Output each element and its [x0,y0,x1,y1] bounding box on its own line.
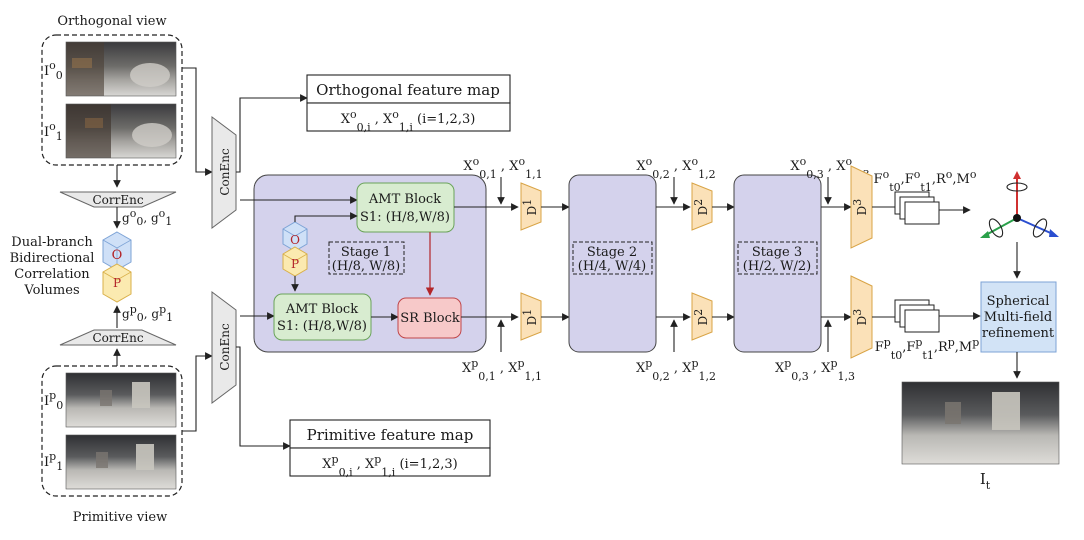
orthogonal-frame-0-label: Io0 [44,59,63,82]
conEnc-bottom-label: ConEnc [218,323,232,371]
skip-label-p1: Xp0,1 , Xp1,1 [462,357,542,383]
decoder-d1-top [520,182,542,231]
stage3-label-line2: (H/2, W/2) [743,259,811,274]
stage1-cube-p-letter: P [291,257,299,271]
primitive-frame-0-label: Ip0 [44,389,63,412]
conEnc-bottom [211,291,237,404]
stage3-box [733,174,822,353]
skip-label-o1: Xo0,1 , Xo1,1 [463,155,542,181]
stage2-box [568,174,657,353]
decoder-d1-bottom-label: D1 [521,309,539,326]
decoder-d3-bottom-label: D3 [851,309,869,326]
corrEnc-top-label: CorrEnc [92,193,143,207]
primitive-feature-map-formula: Xp0,i , Xp1,i (i=1,2,3) [322,453,457,479]
corrEnc-top-outputs: go0, go1 [122,207,172,228]
orthogonal-view-title: Orthogonal view [57,14,166,29]
stage1-label-line1: Stage 1 [341,245,391,260]
conEnc-top [211,116,237,229]
volumes-caption-1: Bidirectional [10,251,95,266]
primitive-feature-map-title: Primitive feature map [307,426,474,444]
corrEnc-bottom-label: CorrEnc [92,331,143,345]
cube-p-letter: P [113,276,121,290]
output-label: It [980,470,991,492]
output-panorama [901,381,1060,465]
decoder-d2-bottom-label: D2 [692,309,710,326]
primitive-frame-0 [65,372,177,428]
orthogonal-feature-map-title: Orthogonal feature map [316,81,500,99]
decoder-d3-bottom [850,275,873,359]
amt-top-line2: S1: (H/8,W/8) [360,210,450,225]
primitive-frame-1-label: Ip1 [44,450,63,473]
decoder-d3-top [850,165,873,249]
stage3-label-line1: Stage 3 [752,245,802,260]
conEnc-top-label: ConEnc [218,148,232,196]
orthogonal-frame-0 [65,41,177,97]
skip-label-o2: Xo0,2 , Xo1,2 [636,155,715,181]
decoder-d2-top-label: D2 [692,199,710,216]
stage3-label-box [737,241,818,275]
volumes-caption-2: Correlation [14,267,90,282]
decoder-d1-bottom [520,292,542,341]
corrEnc-bottom [59,329,177,346]
skip-label-p2: Xp0,2 , Xp1,2 [636,357,716,383]
corrEnc-top [59,191,177,208]
refinement-line-2: refinement [982,326,1055,341]
primitive-feature-map-box [289,419,491,477]
volumes-caption-3: Volumes [23,283,79,298]
stage2-label-line2: (H/4, W/4) [578,259,646,274]
amt-top-line1: AMT Block [368,192,441,207]
stage1-label-box [328,241,405,275]
sr-block-label: SR Block [400,311,460,326]
stage1-label-line2: (H/8, W/8) [332,259,400,274]
rotation-axes-icon [980,171,1059,238]
amt-bottom-line2: S1: (H/8,W/8) [277,319,367,334]
orthogonal-frame-1 [65,103,177,159]
volumes-caption-0: Dual-branch [11,235,93,250]
corrEnc-bottom-outputs: gp0, gp1 [122,303,173,324]
primitive-output-label: Fpt0,Fpt1,Rp,Mp [875,336,980,362]
stage2-label-line1: Stage 2 [587,245,637,260]
primitive-output-stack [894,299,940,333]
stage2-label-box [572,241,653,275]
orthogonal-view-group [41,34,183,166]
spherical-refinement-box [980,281,1057,353]
amt-bottom-line1: AMT Block [285,302,358,317]
skip-label-p3: Xp0,3 , Xp1,3 [775,357,855,383]
refinement-line-0: Spherical [987,294,1050,309]
orthogonal-feature-map-formula: Xo0,i , Xo1,i (i=1,2,3) [341,108,476,134]
orthogonal-output-stack [894,191,940,225]
orthogonal-frame-1-label: Io1 [44,120,63,143]
refinement-line-1: Multi-field [984,310,1052,325]
primitive-frame-1 [65,434,177,490]
primitive-view-title: Primitive view [73,510,167,525]
stage1-cube-o-letter: O [290,233,300,247]
decoder-d1-top-label: D1 [521,199,539,216]
orthogonal-feature-map-box [306,74,511,132]
cube-o-letter: O [112,248,123,263]
decoder-d2-bottom [691,292,713,341]
decoder-d3-top-label: D3 [851,199,869,216]
decoder-d2-top [691,182,713,231]
correlation-volume-cube-p [102,263,132,303]
sr-block [397,297,462,339]
orthogonal-output-label: Fot0,Fot1,Ro,Mo [874,168,977,194]
